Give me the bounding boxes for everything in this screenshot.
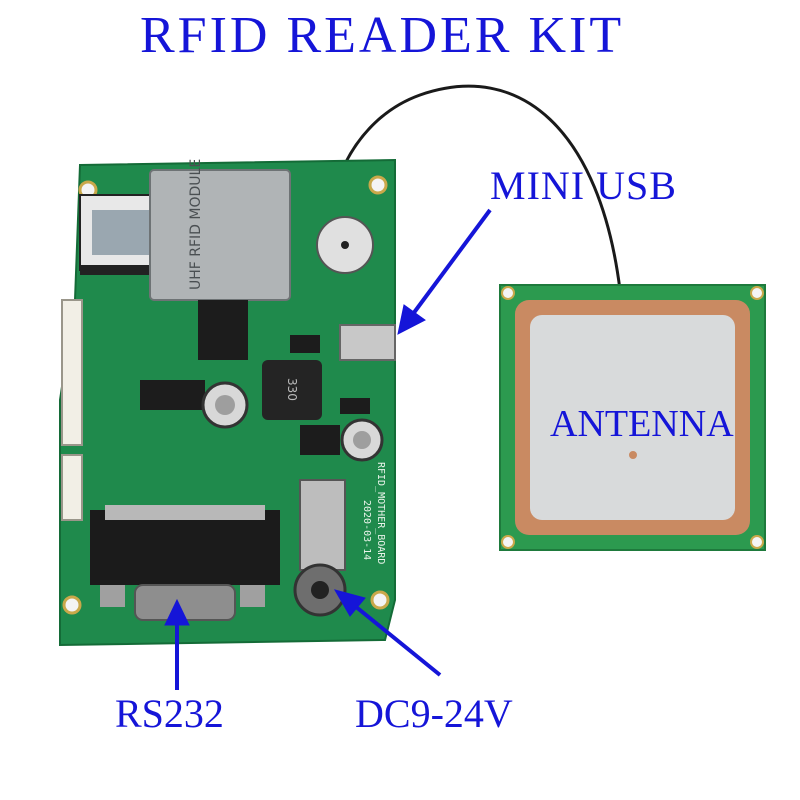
antenna-label: ANTENNA <box>550 403 734 445</box>
silkscreen-name: RFID_MOTHER_BOARD <box>375 462 386 564</box>
mini-usb-label: MINI USB <box>490 163 677 208</box>
inductor-label: 330 <box>285 378 299 401</box>
dc-arrow <box>348 600 442 677</box>
mini-usb-arrow <box>408 208 492 320</box>
silkscreen-date: 2020-03-14 <box>361 500 372 560</box>
module-label: UHF RFID MODULE <box>188 159 204 290</box>
callout-arrows <box>164 208 492 690</box>
page-title: RFID READER KIT <box>140 7 625 64</box>
rfid-mother-board: UHF RFID MODULE 330 RFI <box>59 159 396 647</box>
power-label: DC9-24V <box>355 691 513 736</box>
antenna <box>499 284 766 551</box>
rs232-label: RS232 <box>115 691 224 736</box>
